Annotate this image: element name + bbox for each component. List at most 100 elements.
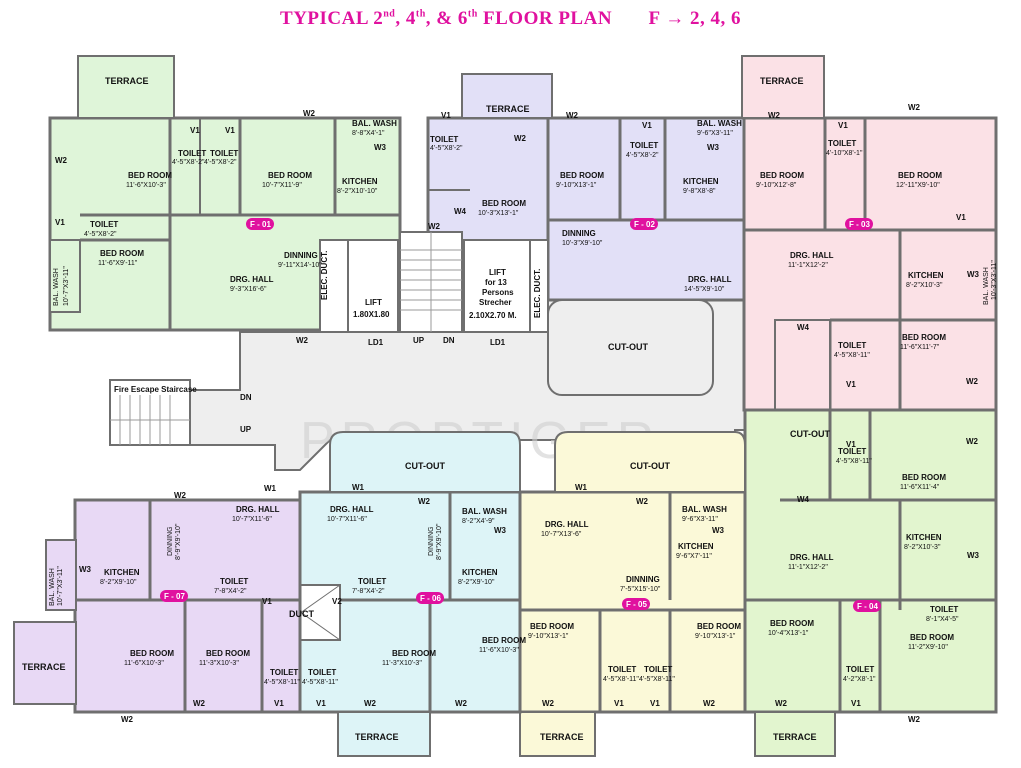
f07-w2-bottom-b: W2 xyxy=(121,715,134,724)
f01-toilet1-dim: 4'-5"X8'-2" xyxy=(172,159,205,166)
f03-toilet1-dim: 4'-10"X8'-1" xyxy=(826,150,863,157)
f01-bed1-label: BED ROOM xyxy=(128,171,172,180)
f02-kitchen-dim: 9'-8"X8'-8" xyxy=(683,188,716,195)
f02-bed2-dim: 9'-10"X13'-1" xyxy=(556,182,597,189)
terrace-f03: TERRACE xyxy=(760,76,804,86)
f01-tag: F - 01 xyxy=(250,220,271,229)
title-floors: F xyxy=(648,8,666,29)
f01-w2-bottom: W2 xyxy=(296,336,309,345)
f03-v1-right: V1 xyxy=(956,213,966,222)
f04-v1: V1 xyxy=(846,440,856,449)
f07-kitchen-label: KITCHEN xyxy=(104,568,140,577)
f05-dinning-label: DINNING xyxy=(626,575,660,584)
f03-w4: W4 xyxy=(797,323,810,332)
f02-toilet1-dim: 4'-5"X8'-2" xyxy=(430,145,463,152)
f07-tag: F - 07 xyxy=(164,592,185,601)
f05-bed2-label: BED ROOM xyxy=(697,622,741,631)
f05-dinning-dim: 7'-5"X15'-10" xyxy=(620,586,661,593)
f04-drg-label: DRG. HALL xyxy=(790,553,834,562)
f05-toilet1-dim: 4'-5"X8'-11" xyxy=(603,676,639,683)
f03-balwash-label: BAL. WASH xyxy=(983,267,990,305)
title-sup-th: th xyxy=(415,8,426,20)
core xyxy=(109,231,549,446)
f03-kitchen-label: KITCHEN xyxy=(908,271,944,280)
f01-w2-top: W2 xyxy=(303,109,316,118)
f06-w2: W2 xyxy=(418,497,431,506)
f01-tag-bg xyxy=(246,218,274,230)
f07-dinning-label: DINNING xyxy=(167,526,174,556)
f07-kitchen-dim: 8'-2"X9'-10" xyxy=(100,579,137,586)
f06-dinning-label: DINNING xyxy=(428,526,435,556)
f01-balwash2-dim: 10'-7"X3'-11" xyxy=(63,266,70,306)
title-part3: , & 6 xyxy=(425,8,468,29)
f01-dinning-dim: 9'-11"X14'-10" xyxy=(278,262,322,269)
f03-toilet2-label: TOILET xyxy=(838,341,866,350)
f07-w2-bottom: W2 xyxy=(193,699,206,708)
f07-w3: W3 xyxy=(79,565,92,574)
f07-balwash-label: BAL. WASH xyxy=(49,568,56,606)
f07-bed1-dim: 11'-6"X10'-3" xyxy=(124,660,164,667)
f06-w1: W1 xyxy=(352,483,365,492)
f06-tag: F - 06 xyxy=(420,594,441,603)
f04-bed1-dim: 11'-6"X11'-4" xyxy=(900,484,940,491)
lift2-label: LIFT xyxy=(489,268,506,277)
f04-w2-bottom: W2 xyxy=(775,699,788,708)
f06-w2-bottom-b: W2 xyxy=(455,699,468,708)
f05-toilet2-label: TOILET xyxy=(644,665,672,674)
cutout-label-f05: CUT-OUT xyxy=(630,461,670,471)
f03-bed1-label: BED ROOM xyxy=(760,171,804,180)
f03-tag-bg xyxy=(845,218,873,230)
f05-kitchen-dim: 9'-6"X7'-11" xyxy=(676,553,712,560)
f07-v1: V1 xyxy=(262,597,272,606)
f04-w4: W4 xyxy=(797,495,810,504)
f03-w2-right: W2 xyxy=(908,103,921,112)
f04-bed3-dim: 11'-2"X9'-10" xyxy=(908,644,948,651)
f06-bed2-dim: 11'-6"X10'-3" xyxy=(479,647,519,654)
f07-w2-top: W2 xyxy=(174,491,187,500)
f04-w2-bottom-b: W2 xyxy=(908,715,921,724)
f06-balwash-dim: 8'-2"X4'-9" xyxy=(462,518,495,525)
f05-w3: W3 xyxy=(712,526,725,535)
f02-w3: W3 xyxy=(707,143,720,152)
f04-toilet1-label: TOILET xyxy=(838,447,866,456)
f03-w2-b: W2 xyxy=(966,377,979,386)
f03-v1: V1 xyxy=(838,121,848,130)
elec-duct-right: ELEC. DUCT. xyxy=(533,269,542,318)
f01-toilet3-label: TOILET xyxy=(90,220,118,229)
f02-w2-b: W2 xyxy=(514,134,527,143)
f06-kitchen-label: KITCHEN xyxy=(462,568,498,577)
f07-bed2-dim: 11'-3"X10'-3" xyxy=(199,660,239,667)
f05-bed1-label: BED ROOM xyxy=(530,622,574,631)
f03-bed2-label: BED ROOM xyxy=(898,171,942,180)
f07-bed1-label: BED ROOM xyxy=(130,649,174,658)
f06-bed2-label: BED ROOM xyxy=(482,636,526,645)
lift2-size: 2.10X2.70 M. xyxy=(469,311,517,320)
flat-f07 xyxy=(13,498,302,714)
fire-escape-up: UP xyxy=(240,425,252,434)
f02-dinning-dim: 10'-3"X9'-10" xyxy=(562,240,603,247)
f05-v1-a: V1 xyxy=(614,699,624,708)
f04-drg-dim: 11'-1"X12'-2" xyxy=(788,564,828,571)
f06-drg-label: DRG. HALL xyxy=(330,505,374,514)
f01-bed3-label: BED ROOM xyxy=(100,249,144,258)
fire-escape-label: Fire Escape Staircase xyxy=(114,385,197,394)
cutout-label-top: CUT-OUT xyxy=(608,342,648,352)
f01-v1-b: V1 xyxy=(225,126,235,135)
f01-bed2-label: BED ROOM xyxy=(268,171,312,180)
f01-drg-dim: 9'-3"X16'-6" xyxy=(230,286,267,293)
f04-toilet1-dim: 4'-5"X8'-11" xyxy=(836,458,872,465)
lift2-strecher: Strecher xyxy=(479,298,511,307)
f01-toilet2-label: TOILET xyxy=(210,149,238,158)
fire-escape-dn: DN xyxy=(240,393,252,402)
f05-toilet1-label: TOILET xyxy=(608,665,636,674)
f04-bed1-label: BED ROOM xyxy=(902,473,946,482)
f04-w3: W3 xyxy=(967,551,980,560)
f04-bed2-label: BED ROOM xyxy=(770,619,814,628)
terrace-f01: TERRACE xyxy=(105,76,149,86)
f04-toilet2-dim: 8'-1"X4'-5" xyxy=(926,616,959,623)
f01-v1-a: V1 xyxy=(190,126,200,135)
f05-w2-bottom: W2 xyxy=(542,699,555,708)
f01-w3: W3 xyxy=(374,143,387,152)
f06-toilet2-dim: 4'-5"X8'-11" xyxy=(302,679,338,686)
